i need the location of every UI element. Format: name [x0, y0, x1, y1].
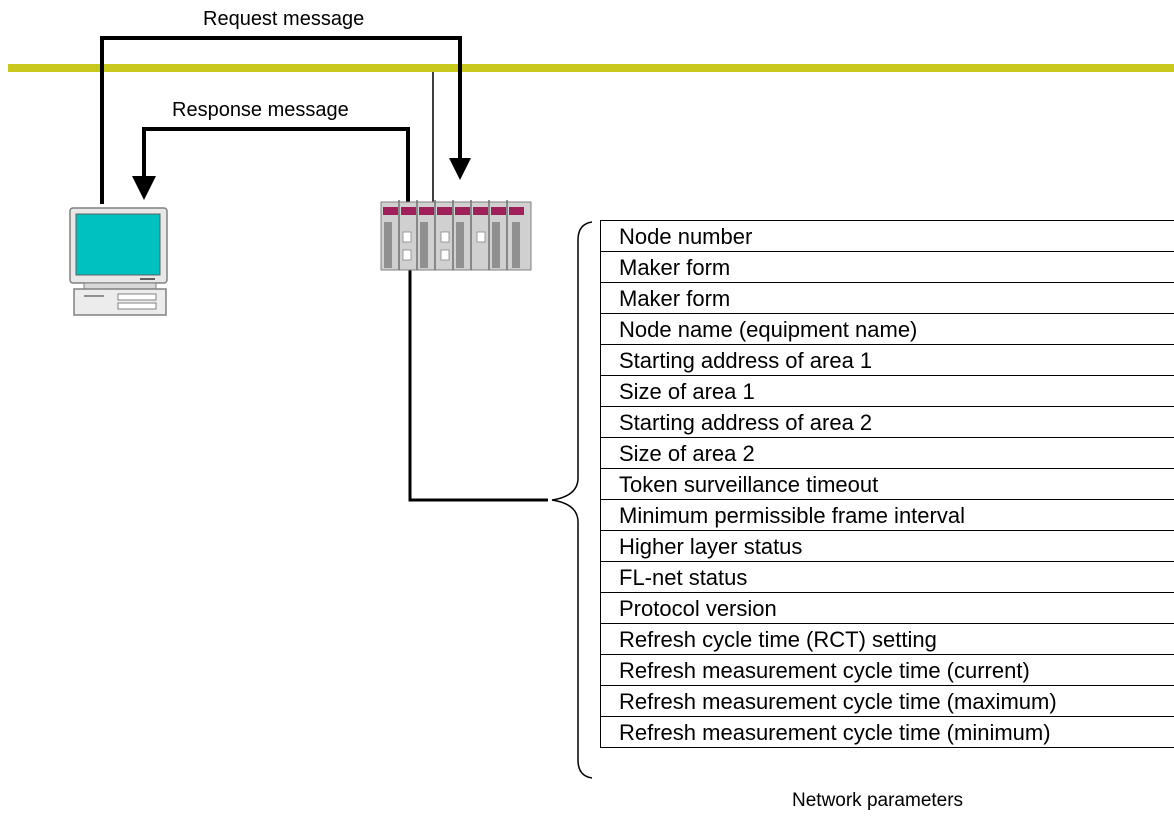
parameter-row: Refresh measurement cycle time (minimum)	[601, 717, 1174, 748]
parameter-row: Node number	[601, 221, 1174, 252]
parameter-row: Token surveillance timeout	[601, 469, 1174, 500]
parameter-row: Maker form	[601, 252, 1174, 283]
parameter-row: Refresh measurement cycle time (current)	[601, 655, 1174, 686]
response-arrowhead	[132, 176, 156, 200]
parameter-row: Starting address of area 2	[601, 407, 1174, 438]
parameter-row: FL-net status	[601, 562, 1174, 593]
parameter-row: Size of area 1	[601, 376, 1174, 407]
parameter-brace	[551, 221, 593, 779]
parameter-row: Node name (equipment name)	[601, 314, 1174, 345]
request-arrowhead	[449, 158, 471, 180]
plc-to-parameters-line	[408, 270, 548, 502]
computer-icon	[69, 207, 168, 316]
network-parameters-caption: Network parameters	[792, 790, 964, 811]
request-message-arrow	[100, 36, 462, 204]
parameter-row: Higher layer status	[601, 531, 1174, 562]
parameter-row: Protocol version	[601, 593, 1174, 624]
request-message-label: Request message	[203, 8, 365, 30]
plc-icon	[380, 200, 532, 271]
parameter-row: Starting address of area 1	[601, 345, 1174, 376]
parameter-row: Refresh cycle time (RCT) setting	[601, 624, 1174, 655]
parameter-row: Maker form	[601, 283, 1174, 314]
response-message-arrow	[142, 127, 410, 205]
network-bus-line	[8, 64, 1174, 72]
response-message-label: Response message	[172, 99, 349, 121]
parameter-row: Refresh measurement cycle time (maximum)	[601, 686, 1174, 717]
parameter-row: Minimum permissible frame interval	[601, 500, 1174, 531]
parameter-row: Size of area 2	[601, 438, 1174, 469]
